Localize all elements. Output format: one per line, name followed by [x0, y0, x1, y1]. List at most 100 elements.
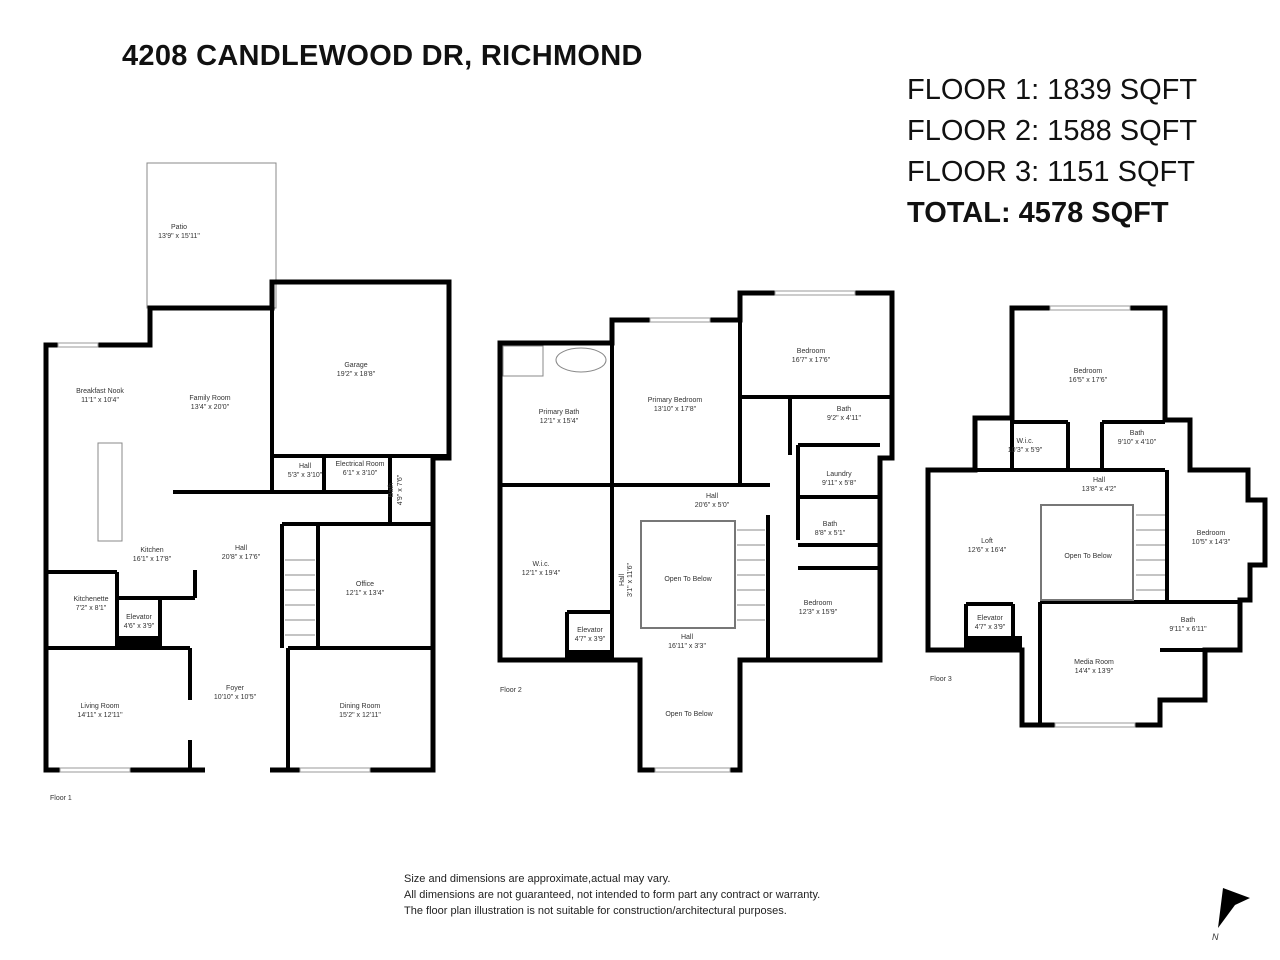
room-name: Media Room — [1074, 659, 1114, 666]
bathtub — [555, 347, 607, 373]
room-name: Dining Room — [340, 703, 381, 710]
room-dims: 13'9" x 15'11" — [158, 233, 200, 240]
room-dims: 12'3" x 15'9" — [799, 609, 838, 616]
elevator-shaft — [117, 636, 160, 648]
room-name: Bath — [837, 406, 852, 413]
room-dims: 4'9" x 7'6" — [397, 474, 404, 505]
room-dims: 16'7" x 17'6" — [792, 357, 831, 364]
room-dims: 12'6" x 16'4" — [968, 547, 1007, 554]
room-dims: 12'1" x 13'4" — [346, 590, 385, 597]
room-name: Kitchenette — [73, 596, 108, 603]
room-dims: 4'6" x 3'9" — [124, 623, 155, 630]
room-dims: 12'1" x 19'4" — [522, 570, 561, 577]
floor-2-plan — [497, 290, 895, 773]
room-name: Patio — [171, 224, 187, 231]
room-name: Electrical Room — [335, 461, 384, 468]
room-name: Bedroom — [1074, 368, 1103, 375]
room-name: Hall — [681, 634, 694, 641]
floor-3-interior-walls — [964, 418, 1240, 725]
room-dims: 19'2" x 18'8" — [337, 371, 376, 378]
room-name: Open To Below — [1064, 553, 1112, 560]
room-dims: 16'1" x 17'8" — [133, 556, 172, 563]
room-dims: 10'5" x 14'3" — [1192, 539, 1231, 546]
room-dims: 4'7" x 3'9" — [975, 624, 1006, 631]
window — [1049, 305, 1131, 311]
room-dims: 20'8" x 17'6" — [222, 554, 261, 561]
room-dims: 10'3" x 5'9" — [1008, 447, 1043, 454]
room-name: Elevator — [126, 614, 152, 621]
window — [57, 342, 99, 348]
room-dims: 9'2" x 4'11" — [827, 415, 861, 422]
room-name: Hall — [299, 463, 312, 470]
floor-2-room-labels: Bedroom 16'7" x 17'6" Primary Bedroom 13… — [500, 348, 862, 718]
disclaimer-line: The floor plan illustration is not suita… — [404, 905, 787, 917]
window — [59, 767, 131, 773]
floor-label: Floor 2 — [500, 687, 522, 694]
shower — [502, 345, 544, 377]
disclaimer-line: Size and dimensions are approximate,actu… — [404, 873, 671, 885]
room-name: Primary Bedroom — [648, 397, 703, 404]
room-dims: 6'1" x 3'10" — [343, 470, 378, 477]
kitchen-island — [97, 442, 123, 542]
room-name: Hall — [706, 493, 719, 500]
room-dims: 16'5" x 17'6" — [1069, 377, 1108, 384]
room-name: Hall — [1093, 477, 1106, 484]
room-dims: 5'3" x 3'10" — [288, 472, 323, 479]
room-name: Office — [356, 581, 374, 588]
room-name: Hall — [619, 574, 626, 587]
room-name: W.i.c. — [1016, 438, 1033, 445]
room-name: Bedroom — [804, 600, 833, 607]
room-name: Hall — [235, 545, 248, 552]
room-name: Bath — [1130, 430, 1145, 437]
open-to-below-railing — [640, 520, 736, 629]
room-name: Bedroom — [797, 348, 826, 355]
square-footage-summary: FLOOR 1: 1839 SQFT FLOOR 2: 1588 SQFT FL… — [907, 70, 1197, 234]
floor-1-interior-walls — [46, 282, 449, 770]
room-dims: 20'6" x 5'0" — [695, 502, 730, 509]
floor-label: Floor 1 — [50, 795, 72, 802]
window — [774, 290, 856, 296]
room-dims: 7'2" x 8'1" — [76, 605, 107, 612]
north-arrow-icon: N — [1212, 888, 1250, 942]
floor-1-plan — [43, 162, 452, 774]
room-dims: 13'4" x 20'0" — [191, 404, 230, 411]
room-name: Laundry — [826, 471, 852, 478]
room-dims: 9'10" x 4'10" — [1118, 439, 1157, 446]
floor-2-sqft: FLOOR 2: 1588 SQFT — [907, 115, 1198, 147]
stairs-icon — [1136, 514, 1165, 591]
open-to-below-railing — [1040, 504, 1134, 601]
floor-1-room-labels: Patio 13'9" x 15'11" Garage 19'2" x 18'8… — [50, 224, 404, 802]
room-dims: 10'10" x 10'5" — [214, 694, 257, 701]
room-name: Family Room — [189, 395, 230, 402]
room-dims: 14'11" x 12'11" — [77, 712, 123, 719]
floor-2-interior-walls — [500, 293, 892, 660]
room-dims: 9'11" x 6'11" — [1169, 626, 1207, 633]
window — [654, 767, 731, 773]
room-name: Open To Below — [664, 576, 712, 583]
room-dims: 9'11" x 5'8" — [822, 480, 856, 487]
elevator-shaft — [567, 650, 612, 660]
stairs-icon — [737, 529, 765, 621]
room-dims: 16'11" x 3'3" — [668, 643, 706, 650]
room-dims: 13'8" x 4'2" — [1082, 486, 1117, 493]
room-dims: 13'10" x 17'8" — [654, 406, 697, 413]
window — [649, 317, 711, 323]
disclaimer: Size and dimensions are approximate,actu… — [404, 871, 820, 919]
property-address-title: 4208 CANDLEWOOD DR, RICHMOND — [122, 40, 643, 72]
room-name: Breakfast Nook — [76, 388, 124, 395]
window — [1054, 722, 1136, 728]
room-name: W.i.c. — [532, 561, 549, 568]
floor-label: Floor 3 — [930, 676, 952, 683]
elevator-shaft — [966, 636, 1022, 650]
front-door-opening[interactable] — [205, 766, 270, 774]
floor-3-exterior-walls — [925, 305, 1268, 728]
floor-1-sqft: FLOOR 1: 1839 SQFT — [907, 74, 1198, 106]
room-dims: 11'1" x 10'4" — [81, 397, 119, 404]
room-name: Elevator — [577, 627, 603, 634]
disclaimer-line: All dimensions are not guaranteed, not i… — [404, 889, 821, 901]
room-name: Primary Bath — [539, 409, 580, 416]
room-dims: 3'1" x 11'6" — [627, 562, 634, 596]
room-name: Loft — [981, 538, 993, 545]
room-name: Bedroom — [1197, 530, 1226, 537]
